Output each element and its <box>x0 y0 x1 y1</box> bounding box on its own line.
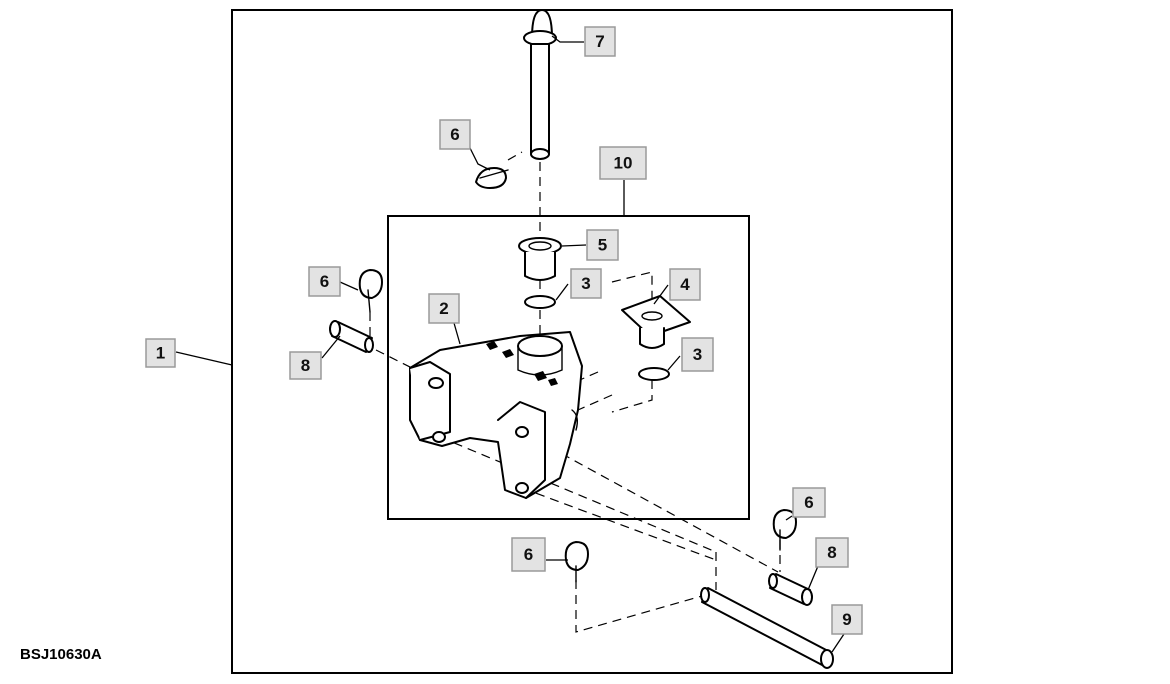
callout-2: 2 <box>428 293 460 324</box>
svg-text:4: 4 <box>680 275 690 294</box>
part-8-pin-left <box>329 320 374 353</box>
callout-5: 5 <box>586 229 619 261</box>
callout-3-right: 3 <box>681 337 714 372</box>
assembly-frame <box>231 9 953 674</box>
leader-lines <box>175 35 845 653</box>
callout-6-top: 6 <box>439 119 471 150</box>
callout-8-right: 8 <box>815 537 849 568</box>
part-2-bracket <box>409 331 583 499</box>
part-3-ring-center <box>524 295 556 309</box>
callout-3-center: 3 <box>570 268 602 299</box>
callout-6-bottom: 6 <box>511 537 546 572</box>
part-6-clip-bottom <box>564 541 589 583</box>
part-6-clip-top <box>475 167 509 189</box>
svg-text:1: 1 <box>156 344 165 363</box>
subassembly-frame <box>387 215 750 520</box>
svg-text:6: 6 <box>320 272 329 291</box>
part-8-pin-right <box>768 573 813 606</box>
svg-text:7: 7 <box>595 32 604 51</box>
svg-text:3: 3 <box>693 345 702 364</box>
part-7-pin <box>523 9 557 160</box>
part-6-clip-left <box>358 269 383 313</box>
svg-text:8: 8 <box>301 356 310 375</box>
svg-text:8: 8 <box>827 543 836 562</box>
part-9-long-pin <box>700 587 834 669</box>
svg-text:6: 6 <box>450 125 459 144</box>
figure-id-label: BSJ10630A <box>20 646 102 663</box>
svg-text:3: 3 <box>581 274 590 293</box>
callout-4: 4 <box>669 268 701 301</box>
callout-1: 1 <box>145 338 176 368</box>
callout-10: 10 <box>599 146 647 180</box>
svg-text:10: 10 <box>614 154 633 173</box>
svg-text:6: 6 <box>524 545 533 564</box>
callout-8-left: 8 <box>289 351 322 380</box>
svg-text:2: 2 <box>439 299 448 318</box>
svg-text:5: 5 <box>598 236 607 255</box>
svg-text:9: 9 <box>842 610 851 629</box>
part-4-plate <box>621 295 691 349</box>
svg-text:6: 6 <box>804 493 813 512</box>
part-3-ring-right <box>638 367 670 381</box>
callout-6-left: 6 <box>308 266 341 297</box>
callout-7: 7 <box>584 26 616 57</box>
callout-6-right: 6 <box>792 487 826 518</box>
callout-9: 9 <box>831 604 863 635</box>
part-5-bushing <box>518 237 562 281</box>
